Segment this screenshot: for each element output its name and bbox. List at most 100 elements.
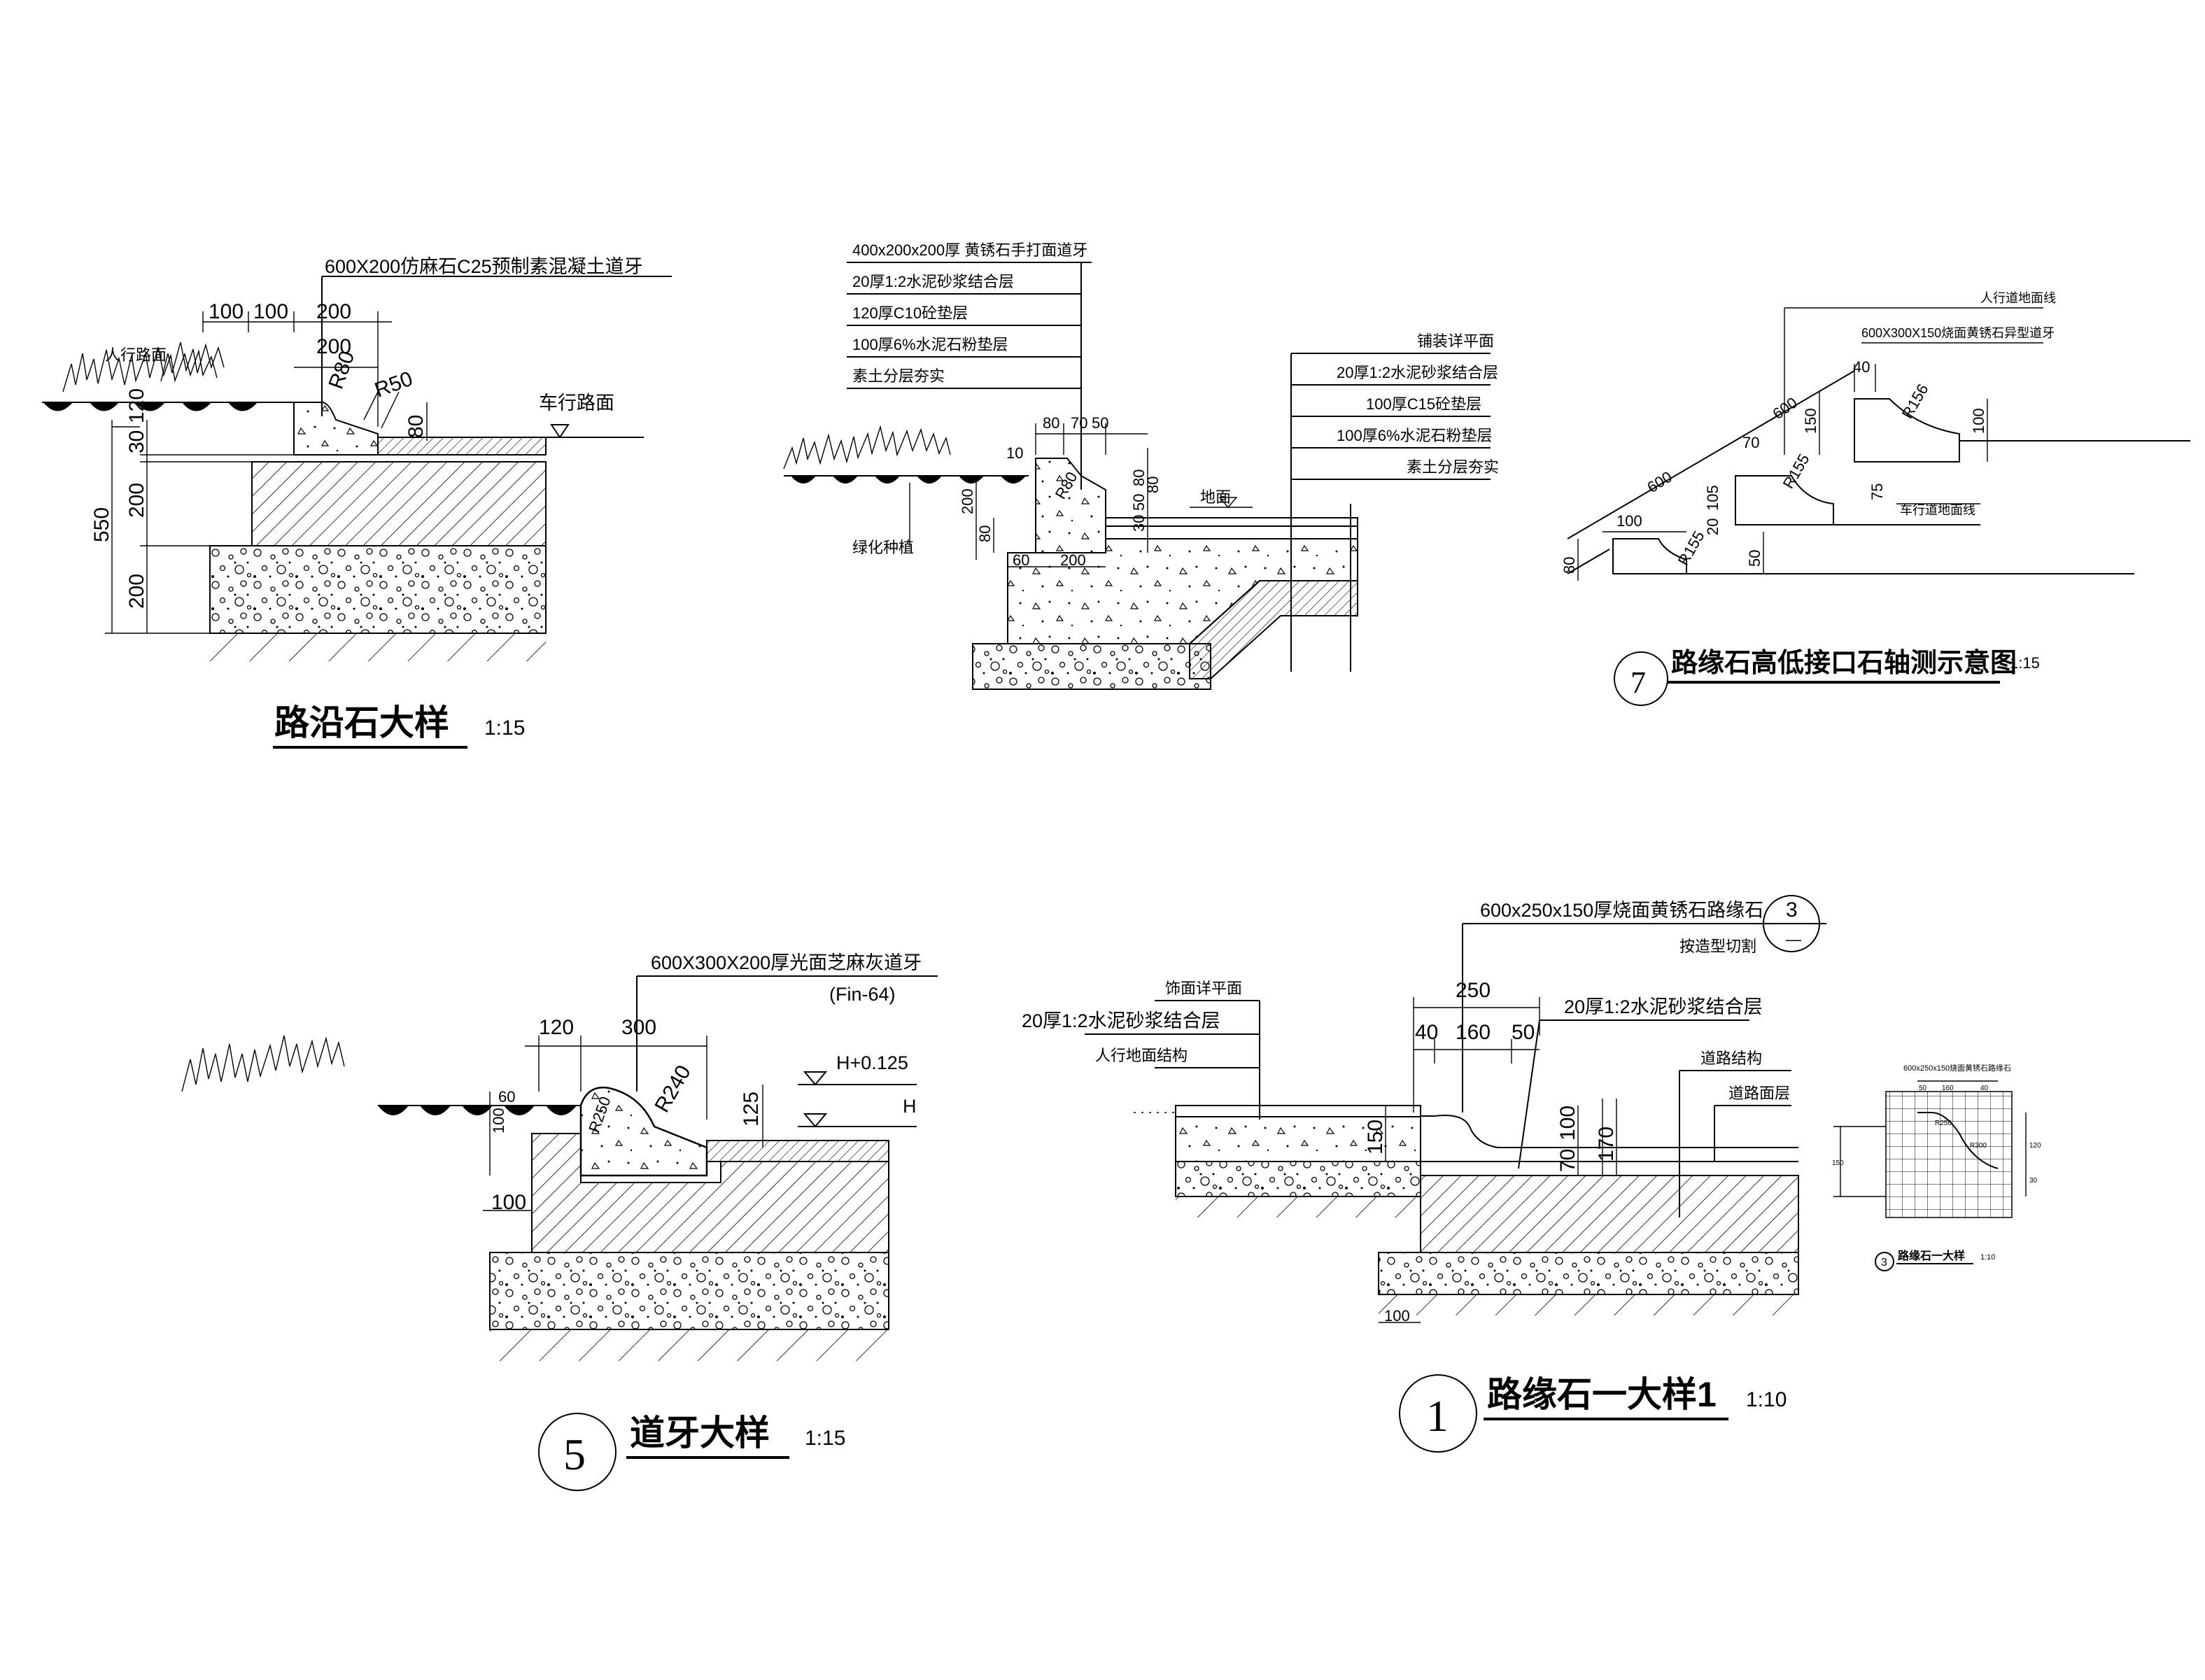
dim-axon-20: 20 [1704,518,1721,535]
dim-200a: 200 [316,300,351,323]
dim-axon-50: 50 [1746,550,1763,567]
dim-k5-r240: R240 [650,1061,695,1117]
earth-symbol-row [43,402,258,411]
road-paving-5 [706,1140,889,1162]
road-concrete-base [1420,1175,1799,1253]
kerb-stone-5 [579,1087,708,1177]
note-planting: 绿化种植 [852,539,914,556]
note-sidewalk: 人行路面 [105,346,167,364]
dim-g-160: 160 [1942,1085,1954,1092]
soil-layer [210,633,546,661]
road-soil [1379,1294,1798,1315]
dim-10: 10 [1006,444,1023,462]
kerb-stone [293,402,379,456]
concrete-base-layer [251,461,547,546]
dim-50-top: 50 [1092,414,1108,432]
note-roadway: 车行路面 [539,393,614,414]
detail-number-3: 3 [1881,1257,1887,1269]
dim-g-40: 40 [1980,1085,1989,1092]
dim-80-right2: 80 [1144,477,1162,493]
dim-120: 120 [125,388,148,423]
dim-c1-50: 50 [1512,1021,1535,1044]
dim-100b: 100 [253,300,288,323]
sidewalk-gravel [1175,1161,1421,1197]
dim-axon-r156: R156 [1898,381,1932,421]
grid-area [1885,1091,2013,1218]
note-road-surface: 道路面层 [1728,1085,1790,1102]
dim-c1-160: 160 [1456,1021,1491,1044]
dim-axon-100b: 100 [1970,408,1987,434]
callout-right-5: 素土分层夯实 [1407,458,1499,476]
scale-kerb-5: 1:15 [805,1427,845,1450]
dim-200-left: 200 [959,488,976,514]
title-kerb-5: 道牙大样 [630,1413,770,1453]
dim-200-bottom: 200 [1060,551,1086,569]
note-h: H [903,1096,917,1117]
note-elevation: H+0.125 [836,1052,908,1073]
scale-curb-stone-1: 1:10 [1746,1388,1787,1411]
scale-curb-grid: 1:10 [1980,1253,1995,1262]
note-kerb5-spec: 600X300X200厚光面芝麻灰道牙 [651,952,922,973]
soil-layer-5 [490,1329,889,1361]
detail-number-7: 7 [1630,665,1646,700]
dim-550: 550 [90,507,113,542]
dim-c1-170: 170 [1595,1127,1618,1162]
detail-curb-grid-3: 600x250x150烧面黄锈石路缘石 150 50 160 40 120 30… [1832,1063,2041,1271]
callout-right-3: 100厚C15砼垫层 [1366,395,1481,413]
axon-block-low [1612,538,1687,574]
ref-bottom: — [1786,931,1801,948]
scale-axonometric: 1:15 [2010,654,2040,672]
scale-curb-stone: 1:15 [484,717,525,740]
detail-number-circle-5 [538,1413,617,1491]
callout-2: 20厚1:2水泥砂浆结合层 [852,273,1014,290]
gravel-base-2 [972,643,1211,690]
dim-80-right: 80 [1130,470,1148,486]
detail-number-circle-7 [1614,651,1668,706]
title-curb-stone: 路沿石大样 [274,703,449,742]
dim-c1-250: 250 [1456,979,1491,1002]
dim-g-50: 50 [1919,1085,1927,1092]
dim-80-top: 80 [1043,414,1059,432]
note-ground: 地面 [1200,488,1231,506]
detail-axonometric: 人行道地面线 600X300X150烧面黄锈石异型道牙 车行道地面线 40 60… [1561,291,2190,706]
detail-number-circle-3 [1875,1252,1894,1271]
detail-number-5: 5 [563,1430,586,1479]
gravel-base-5 [489,1252,889,1330]
note-kerb5-ref: (Fin-64) [829,984,896,1005]
detail-kerb-layers: 400x200x200厚 黄锈石手打面道牙 20厚1:2水泥砂浆结合层 120厚… [783,241,1499,690]
road-surface-layer [377,437,547,456]
dim-k5-120: 120 [539,1016,574,1039]
dim-c1-100: 100 [1556,1106,1579,1141]
road-gravel-base [1378,1252,1799,1295]
dim-axon-r155a: R155 [1780,451,1813,491]
dim-k5-100h: 100 [491,1191,526,1214]
note-road-struct: 道路结构 [1700,1050,1762,1067]
dim-g-r250: R250 [1935,1120,1952,1127]
detail-curb-stone: 600X200仿麻石C25预制素混凝土道牙 人行路面 车行路面 100 100 … [42,256,672,749]
detail-number-circle-1 [1399,1374,1477,1453]
dim-axon-150: 150 [1802,408,1819,434]
dim-200b: 200 [316,335,351,358]
note-mortar-left: 20厚1:2水泥砂浆结合层 [1022,1010,1220,1031]
dim-80: 80 [404,415,428,438]
dim-200d: 200 [125,574,148,609]
dim-k5-100v: 100 [490,1108,507,1134]
ref-top: 3 [1786,898,1798,922]
detail-kerb-5: 600X300X200厚光面芝麻灰道牙 (Fin-64) H+0.125 H [181,952,938,1491]
sidewalk-soil [1176,1197,1421,1217]
dim-k5-300: 300 [621,1016,656,1039]
sidewalk-concrete [1175,1116,1421,1162]
dim-g-30: 30 [2029,1177,2038,1185]
callout-right-2: 20厚1:2水泥砂浆结合层 [1337,364,1498,381]
dim-g-r300: R300 [1970,1142,1987,1150]
dim-c1-150: 150 [1364,1120,1387,1155]
axon-block-high [1854,398,1960,463]
dim-g-120: 120 [2029,1142,2041,1150]
dim-axon-80: 80 [1561,557,1578,574]
dim-axon-75: 75 [1868,483,1886,500]
dim-50-right: 50 [1130,494,1148,511]
callout-5: 素土分层夯实 [852,367,945,385]
note-stone-spec-1: 600x250x150厚烧面黄锈石路缘石 [1480,900,1763,921]
note-finish: 饰面详平面 [1165,980,1242,997]
title-curb-grid: 路缘石一大样 [1898,1249,1965,1262]
